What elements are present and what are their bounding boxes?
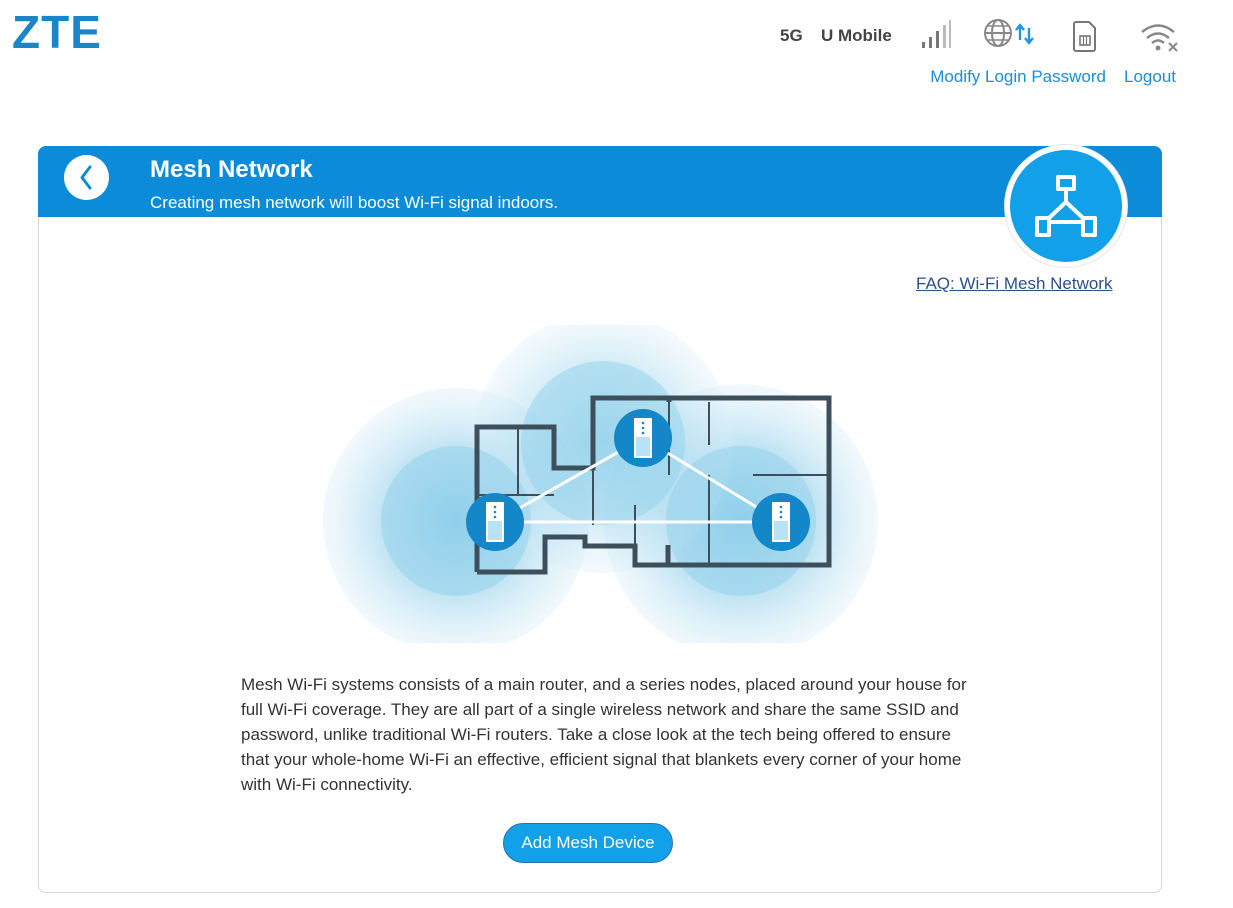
back-button[interactable] [64, 155, 109, 200]
carrier-name: U Mobile [821, 26, 892, 45]
modify-login-password-link[interactable]: Modify Login Password [930, 67, 1106, 86]
top-links: Modify Login Password Logout [930, 67, 1176, 87]
mesh-illustration [323, 313, 879, 658]
wifi-off-icon [1140, 22, 1180, 59]
sim-card-icon [1072, 20, 1098, 57]
zte-logo: ZTE [12, 6, 102, 58]
network-type: 5G [780, 26, 803, 45]
mesh-description: Mesh Wi-Fi systems consists of a main ro… [241, 675, 967, 794]
mesh-topology-icon [1035, 175, 1097, 237]
logout-link[interactable]: Logout [1124, 67, 1176, 86]
mesh-network-card: Mesh Network Creating mesh network will … [38, 145, 1162, 893]
card-header: Mesh Network Creating mesh network will … [38, 146, 1162, 217]
mesh-badge [1005, 145, 1127, 267]
chevron-left-icon [80, 165, 92, 190]
faq-mesh-link[interactable]: FAQ: Wi-Fi Mesh Network [916, 274, 1113, 293]
signal-bars-icon [920, 18, 952, 55]
page-subtitle: Creating mesh network will boost Wi-Fi s… [150, 193, 559, 212]
globe-data-icon [983, 18, 1035, 55]
page-title: Mesh Network [150, 156, 313, 183]
add-mesh-device-button[interactable]: Add Mesh Device [503, 823, 673, 863]
logo-text: ZTE [12, 8, 102, 54]
